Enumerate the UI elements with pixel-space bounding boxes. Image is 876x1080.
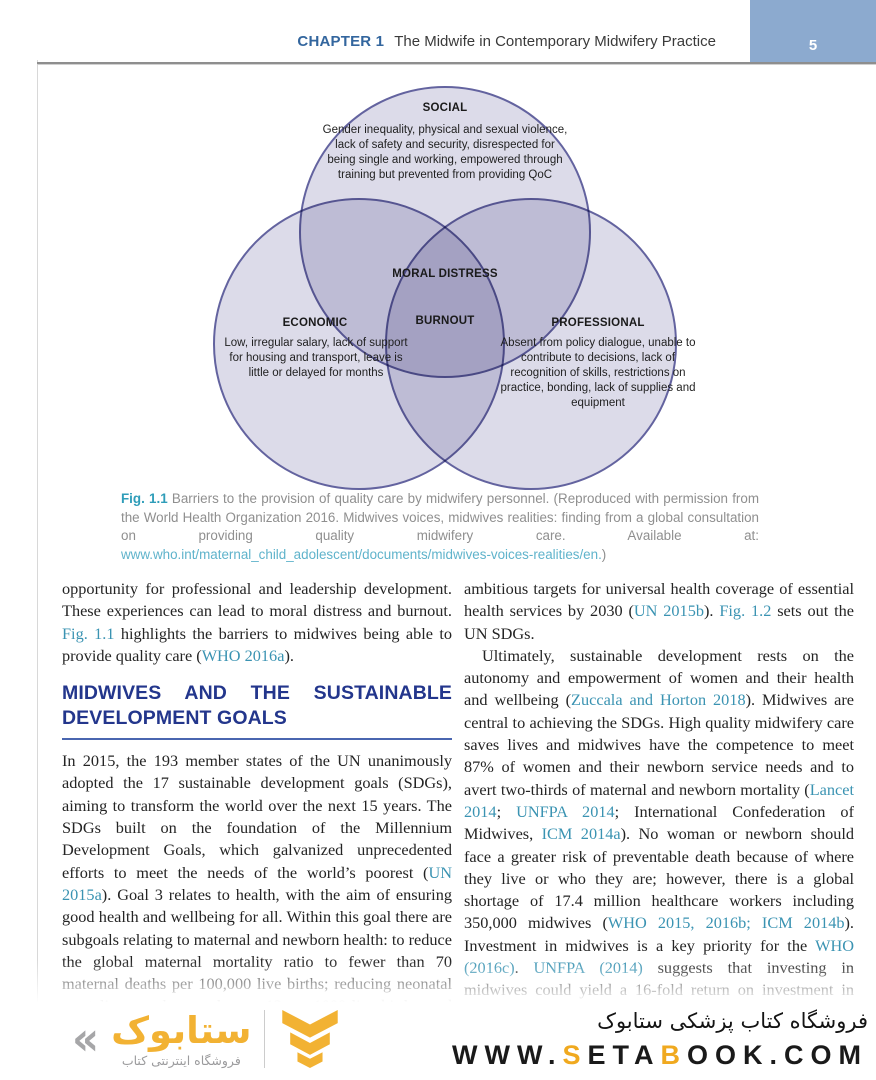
section-heading: MIDWIVES AND THE SUSTAINABLE DEVELOPMENT… bbox=[62, 681, 452, 741]
inline-link[interactable]: Zuccala and Horton 2018 bbox=[571, 690, 746, 710]
page-number: 5 bbox=[808, 37, 818, 54]
venn-professional-text: Absent from policy dialogue, unable to c… bbox=[500, 337, 696, 409]
running-head: CHAPTER 1 The Midwife in Contemporary Mid… bbox=[297, 33, 716, 50]
header-rule bbox=[37, 62, 876, 65]
left-column: opportunity for professional and leaders… bbox=[62, 578, 452, 1004]
page-edge-line bbox=[37, 60, 38, 1005]
figure-caption: Fig. 1.1 Barriers to the provision of qu… bbox=[121, 491, 759, 562]
store-title: فروشگاه کتاب پزشکی ستابوک bbox=[597, 1009, 868, 1033]
inline-link[interactable]: UN 2015a bbox=[62, 862, 452, 904]
left-paragraph-1: opportunity for professional and leaders… bbox=[62, 579, 452, 665]
inline-link[interactable]: Fig. 1.1 bbox=[62, 623, 115, 643]
inline-link[interactable]: UNFPA 2014 bbox=[516, 801, 615, 821]
logo-wordmark: ستابوک bbox=[111, 1008, 252, 1052]
venn-center-moral-distress: MORAL DISTRESS bbox=[392, 268, 498, 280]
inline-label: Fig. 1.1 bbox=[121, 491, 168, 506]
inline-link[interactable]: ICM 2014a bbox=[541, 824, 621, 844]
venn-diagram-fig-1-1: SOCIAL Gender inequality, physical and s… bbox=[0, 86, 876, 496]
setabook-logo: « ستابوک فروشگاه اینترنتی کتاب bbox=[72, 1008, 343, 1070]
right-column: ambitious targets for universal health c… bbox=[464, 578, 854, 1004]
logo-subtitle: فروشگاه اینترنتی کتاب bbox=[121, 1052, 241, 1068]
inline-link[interactable]: www.who.int/maternal_child_adolescent/do… bbox=[121, 546, 602, 562]
watermark-footer: « ستابوک فروشگاه اینترنتی کتاب فروشگاه ک… bbox=[0, 1002, 876, 1080]
venn-circle-professional bbox=[385, 198, 677, 490]
chevron-emblem-icon bbox=[281, 1009, 338, 1069]
inline-link[interactable]: WHO 2015, 2016b; ICM 2014b bbox=[607, 913, 845, 933]
inline-label: S bbox=[562, 1040, 588, 1070]
venn-economic-text: Low, irregular salary, lack of support f… bbox=[224, 337, 408, 379]
chapter-title: The Midwife in Contemporary Midwifery Pr… bbox=[394, 33, 716, 50]
guillemet-icon: « bbox=[72, 1011, 100, 1066]
inline-link[interactable]: Fig. 1.2 bbox=[719, 601, 772, 621]
venn-economic-title: ECONOMIC bbox=[282, 317, 348, 329]
inline-link[interactable]: WHO 2016a bbox=[201, 645, 285, 665]
venn-center-burnout: BURNOUT bbox=[415, 315, 475, 327]
inline-link[interactable]: Lancet 2014 bbox=[464, 779, 854, 821]
right-paragraph-1: ambitious targets for universal health c… bbox=[464, 579, 854, 643]
page-number-box: 5 bbox=[750, 0, 876, 62]
right-paragraph-2: Ultimately, sustainable development rest… bbox=[464, 645, 854, 1004]
page-header: CHAPTER 1 The Midwife in Contemporary Mid… bbox=[38, 0, 876, 62]
inline-label: B bbox=[660, 1040, 687, 1070]
store-text-block: فروشگاه کتاب پزشکی ستابوک WWW.SETABOOK.C… bbox=[452, 1006, 868, 1071]
chapter-label: CHAPTER 1 bbox=[297, 33, 385, 50]
inline-link[interactable]: UN 2015b bbox=[633, 601, 704, 621]
venn-social-text: Gender inequality, physical and sexual v… bbox=[322, 124, 568, 181]
logo-text-block: ستابوک فروشگاه اینترنتی کتاب bbox=[111, 1008, 252, 1068]
website-url[interactable]: WWW.SETABOOK.COM bbox=[452, 1040, 868, 1070]
venn-social-title: SOCIAL bbox=[422, 102, 468, 114]
left-paragraph-2: In 2015, the 193 member states of the UN… bbox=[62, 751, 452, 1004]
logo-divider bbox=[263, 1010, 265, 1068]
body-text-columns: opportunity for professional and leaders… bbox=[62, 578, 854, 1004]
venn-professional-title: PROFESSIONAL bbox=[551, 317, 645, 329]
inline-link[interactable]: UNFPA (2014) bbox=[533, 958, 643, 978]
